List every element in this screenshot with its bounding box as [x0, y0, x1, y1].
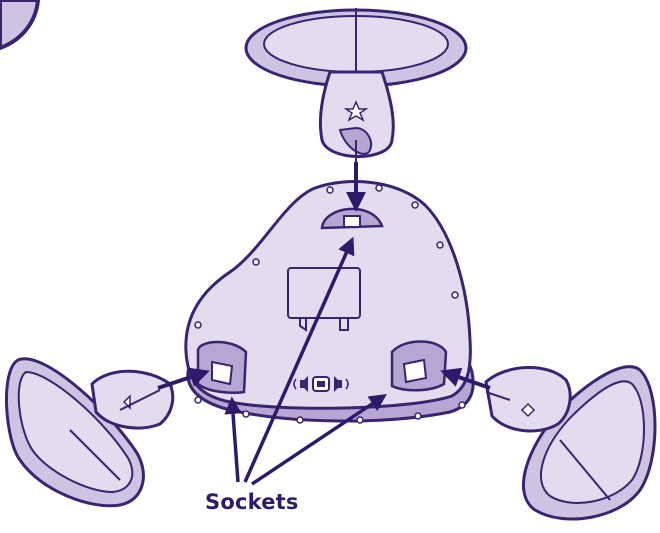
left-socket — [198, 342, 246, 393]
sockets-label: Sockets — [205, 490, 299, 514]
right-suction-foot — [486, 367, 655, 519]
top-suction-foot — [246, 8, 466, 162]
left-suction-foot — [6, 359, 172, 506]
right-socket — [392, 342, 446, 391]
step-badge-fragment — [0, 0, 38, 48]
